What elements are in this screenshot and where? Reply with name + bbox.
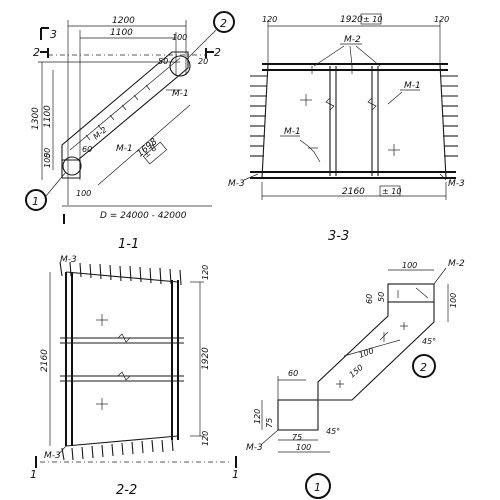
dim-1100: 1100 — [110, 28, 133, 38]
dim-100-diag: 100 — [358, 346, 375, 360]
label-m1-right: M-1 — [404, 81, 421, 91]
dim-50-vert: 50 — [43, 148, 52, 158]
dim-100-right-detail: 100 — [449, 293, 458, 308]
label-m3-detail: M-3 — [246, 443, 263, 453]
section-mark-2-right: 2 — [214, 46, 221, 59]
dim-1920: 1920 — [340, 15, 363, 25]
dim-75-horiz: 75 — [292, 433, 302, 442]
label-m1-b: M-1 — [116, 144, 133, 154]
dim-150-diag: 150 — [348, 363, 365, 380]
dim-tol-10-top: ± 10 — [363, 15, 382, 24]
dim-100-top-detail: 100 — [402, 261, 417, 270]
label-m2: M-2 — [92, 125, 109, 141]
detail-label-1 — [305, 473, 331, 499]
detail-callout-1-number: 1 — [32, 195, 39, 208]
label-m2-detail: M-2 — [448, 259, 465, 269]
label-m3-bottom-2-2: M-3 — [44, 451, 61, 461]
dim-60-detail-a: 60 — [365, 294, 374, 304]
dim-120-right: 120 — [434, 15, 449, 24]
dim-1200: 1200 — [112, 16, 135, 26]
dim-45-deg-bottom: 45° — [326, 427, 340, 436]
dim-100-bottom: 100 — [76, 189, 91, 198]
view-title-2-2: 2-2 — [116, 483, 137, 498]
label-m3-right: M-3 — [448, 179, 465, 189]
dim-60-detail-b: 60 — [288, 369, 298, 378]
dim-100-vert: 100 — [43, 153, 52, 168]
detail-callout-2 — [213, 11, 235, 33]
detail-label-2 — [412, 354, 436, 378]
diameter-range: D = 24000 - 42000 — [100, 211, 187, 221]
view-title-1-1: 1-1 — [118, 237, 139, 252]
dim-45-deg-top: 45° — [422, 337, 436, 346]
label-m1-left: M-1 — [284, 127, 301, 137]
dim-2160: 2160 — [342, 187, 365, 197]
details-1-2: 100 M-2 60 50 100 45° 100 150 60 120 75 … — [246, 259, 465, 499]
section-mark-3-top: 3 — [50, 28, 57, 41]
section-mark-1-left: 1 — [30, 468, 37, 481]
detail-callout-1 — [25, 189, 47, 211]
dim-2160-vert: 2160 — [40, 349, 50, 372]
dim-75-vert: 75 — [265, 418, 274, 428]
dim-1100-vert: 1100 — [43, 105, 53, 128]
dim-100-top: 100 — [172, 33, 187, 42]
label-m1-a: M-1 — [172, 89, 189, 99]
detail-callout-2-number: 2 — [220, 17, 227, 30]
section-mark-2-left: 2 — [33, 46, 40, 59]
dim-50: 50 — [158, 57, 168, 66]
label-m3-top-2-2: M-3 — [60, 255, 77, 265]
dim-tol-10-bottom: ± 10 — [382, 187, 401, 196]
detail-label-2-number: 2 — [420, 361, 427, 374]
view-2-2: 2160 1920 120 120 M-3 M-3 1 1 2-2 — [30, 255, 239, 498]
view-1-1: 1200 1100 100 3 2 2 1300 1100 100 50 20 — [25, 11, 235, 252]
dim-120-top-2-2: 120 — [201, 265, 210, 280]
dim-120-bottom-2-2: 120 — [201, 431, 210, 446]
dim-1300: 1300 — [31, 107, 41, 130]
label-m2-3-3: M-2 — [344, 35, 361, 45]
dim-50-detail: 50 — [377, 292, 386, 302]
dim-1920-vert: 1920 — [201, 347, 211, 370]
dim-100-bottom-detail: 100 — [296, 443, 311, 452]
label-m3-left: M-3 — [228, 179, 245, 189]
dim-120-left: 120 — [262, 15, 277, 24]
dim-20: 20 — [198, 57, 208, 66]
section-mark-1-right: 1 — [232, 468, 239, 481]
dim-120-detail: 120 — [253, 409, 262, 424]
dim-60: 60 — [82, 145, 92, 154]
detail-label-1-number: 1 — [314, 481, 321, 494]
view-title-3-3: 3-3 — [328, 229, 349, 244]
view-3-3: 1920 ± 10 120 120 — [228, 13, 465, 244]
